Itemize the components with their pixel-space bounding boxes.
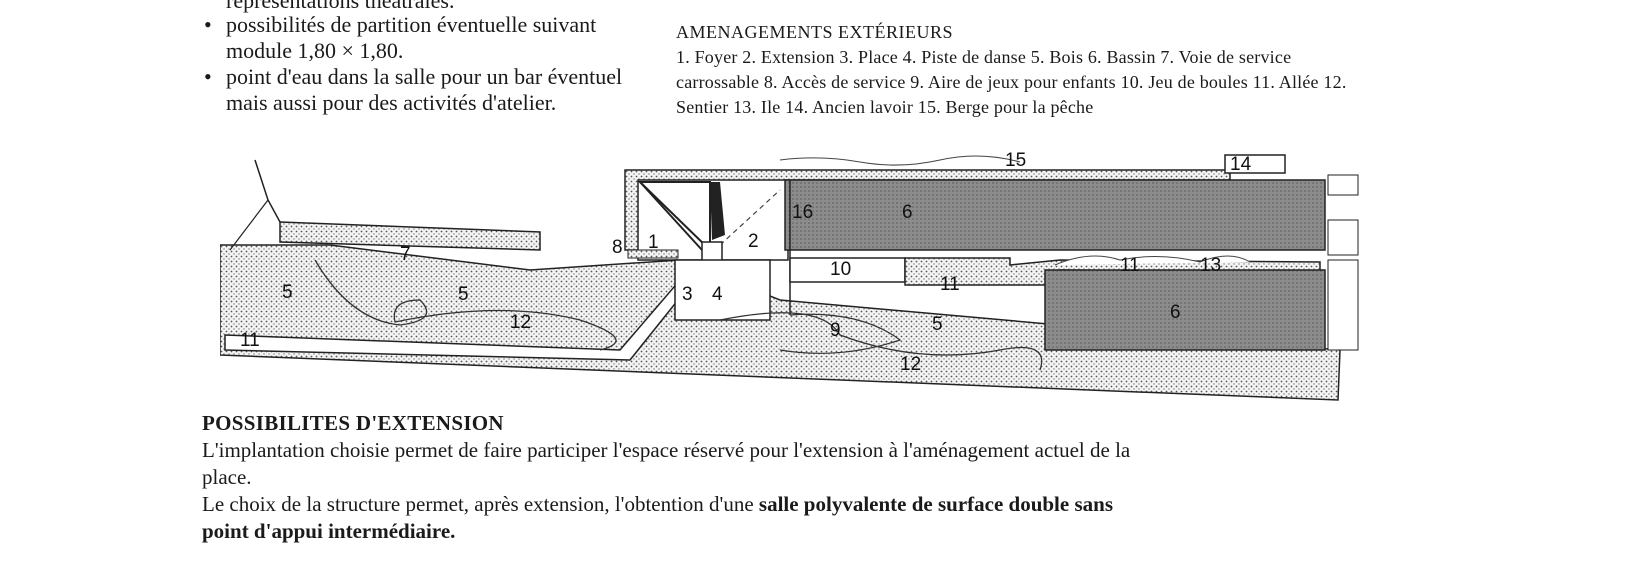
ground-area <box>220 244 1341 401</box>
bullet-item-water-point: point d'eau dans la salle pour un bar év… <box>200 64 650 116</box>
label-7: 7 <box>400 244 411 265</box>
extension-heading: POSSIBILITES D'EXTENSION <box>202 411 504 435</box>
label-12-right: 12 <box>900 354 921 375</box>
label-6-upper: 6 <box>902 202 913 223</box>
label-5-left: 5 <box>282 282 293 303</box>
label-5-mid: 5 <box>458 284 469 305</box>
label-10: 10 <box>830 259 851 280</box>
site-plan-drawing: 7 5 5 12 11 8 1 2 3 4 16 6 10 11 11 13 1… <box>220 150 1359 401</box>
bullet-list: possibilités de partition éventuelle sui… <box>200 12 650 116</box>
label-1: 1 <box>648 232 659 253</box>
label-11-mid: 11 <box>940 274 960 295</box>
label-15: 15 <box>1005 150 1026 171</box>
legend-title: AMENAGEMENTS EXTÉRIEURS <box>676 22 953 42</box>
extension-paragraph-1: L'implantation choisie permet de faire p… <box>202 438 1131 489</box>
extension-paragraph-2: Le choix de la structure permet, après e… <box>202 491 1162 545</box>
label-12-left: 12 <box>510 312 531 333</box>
extension-section: POSSIBILITES D'EXTENSION L'implantation … <box>202 410 1162 545</box>
label-11-right: 11 <box>1120 255 1140 276</box>
service-road <box>279 221 541 251</box>
bullet-item-partition: possibilités de partition éventuelle sui… <box>200 12 650 64</box>
upper-basin <box>784 179 1326 251</box>
extension-paragraph-2-text: Le choix de la structure permet, après e… <box>202 492 759 516</box>
label-2: 2 <box>748 231 759 252</box>
label-11-left: 11 <box>240 330 260 351</box>
label-8: 8 <box>612 237 623 258</box>
legend-block: AMENAGEMENTS EXTÉRIEURS 1. Foyer 2. Exte… <box>676 20 1376 120</box>
legend-text: 1. Foyer 2. Extension 3. Place 4. Piste … <box>676 47 1347 117</box>
label-9: 9 <box>830 320 841 341</box>
label-5-right: 5 <box>932 314 943 335</box>
label-14: 14 <box>1230 154 1252 175</box>
label-4: 4 <box>712 284 723 305</box>
label-13: 13 <box>1200 255 1221 276</box>
lower-basin <box>1044 269 1326 351</box>
label-6-lower: 6 <box>1170 302 1181 323</box>
extension-paragraph-2-bold: salle polyvalente de surface double sans… <box>202 492 1113 543</box>
label-3: 3 <box>682 284 693 305</box>
label-16: 16 <box>792 202 813 223</box>
cut-off-line: représentations théâtrales. <box>226 0 455 13</box>
